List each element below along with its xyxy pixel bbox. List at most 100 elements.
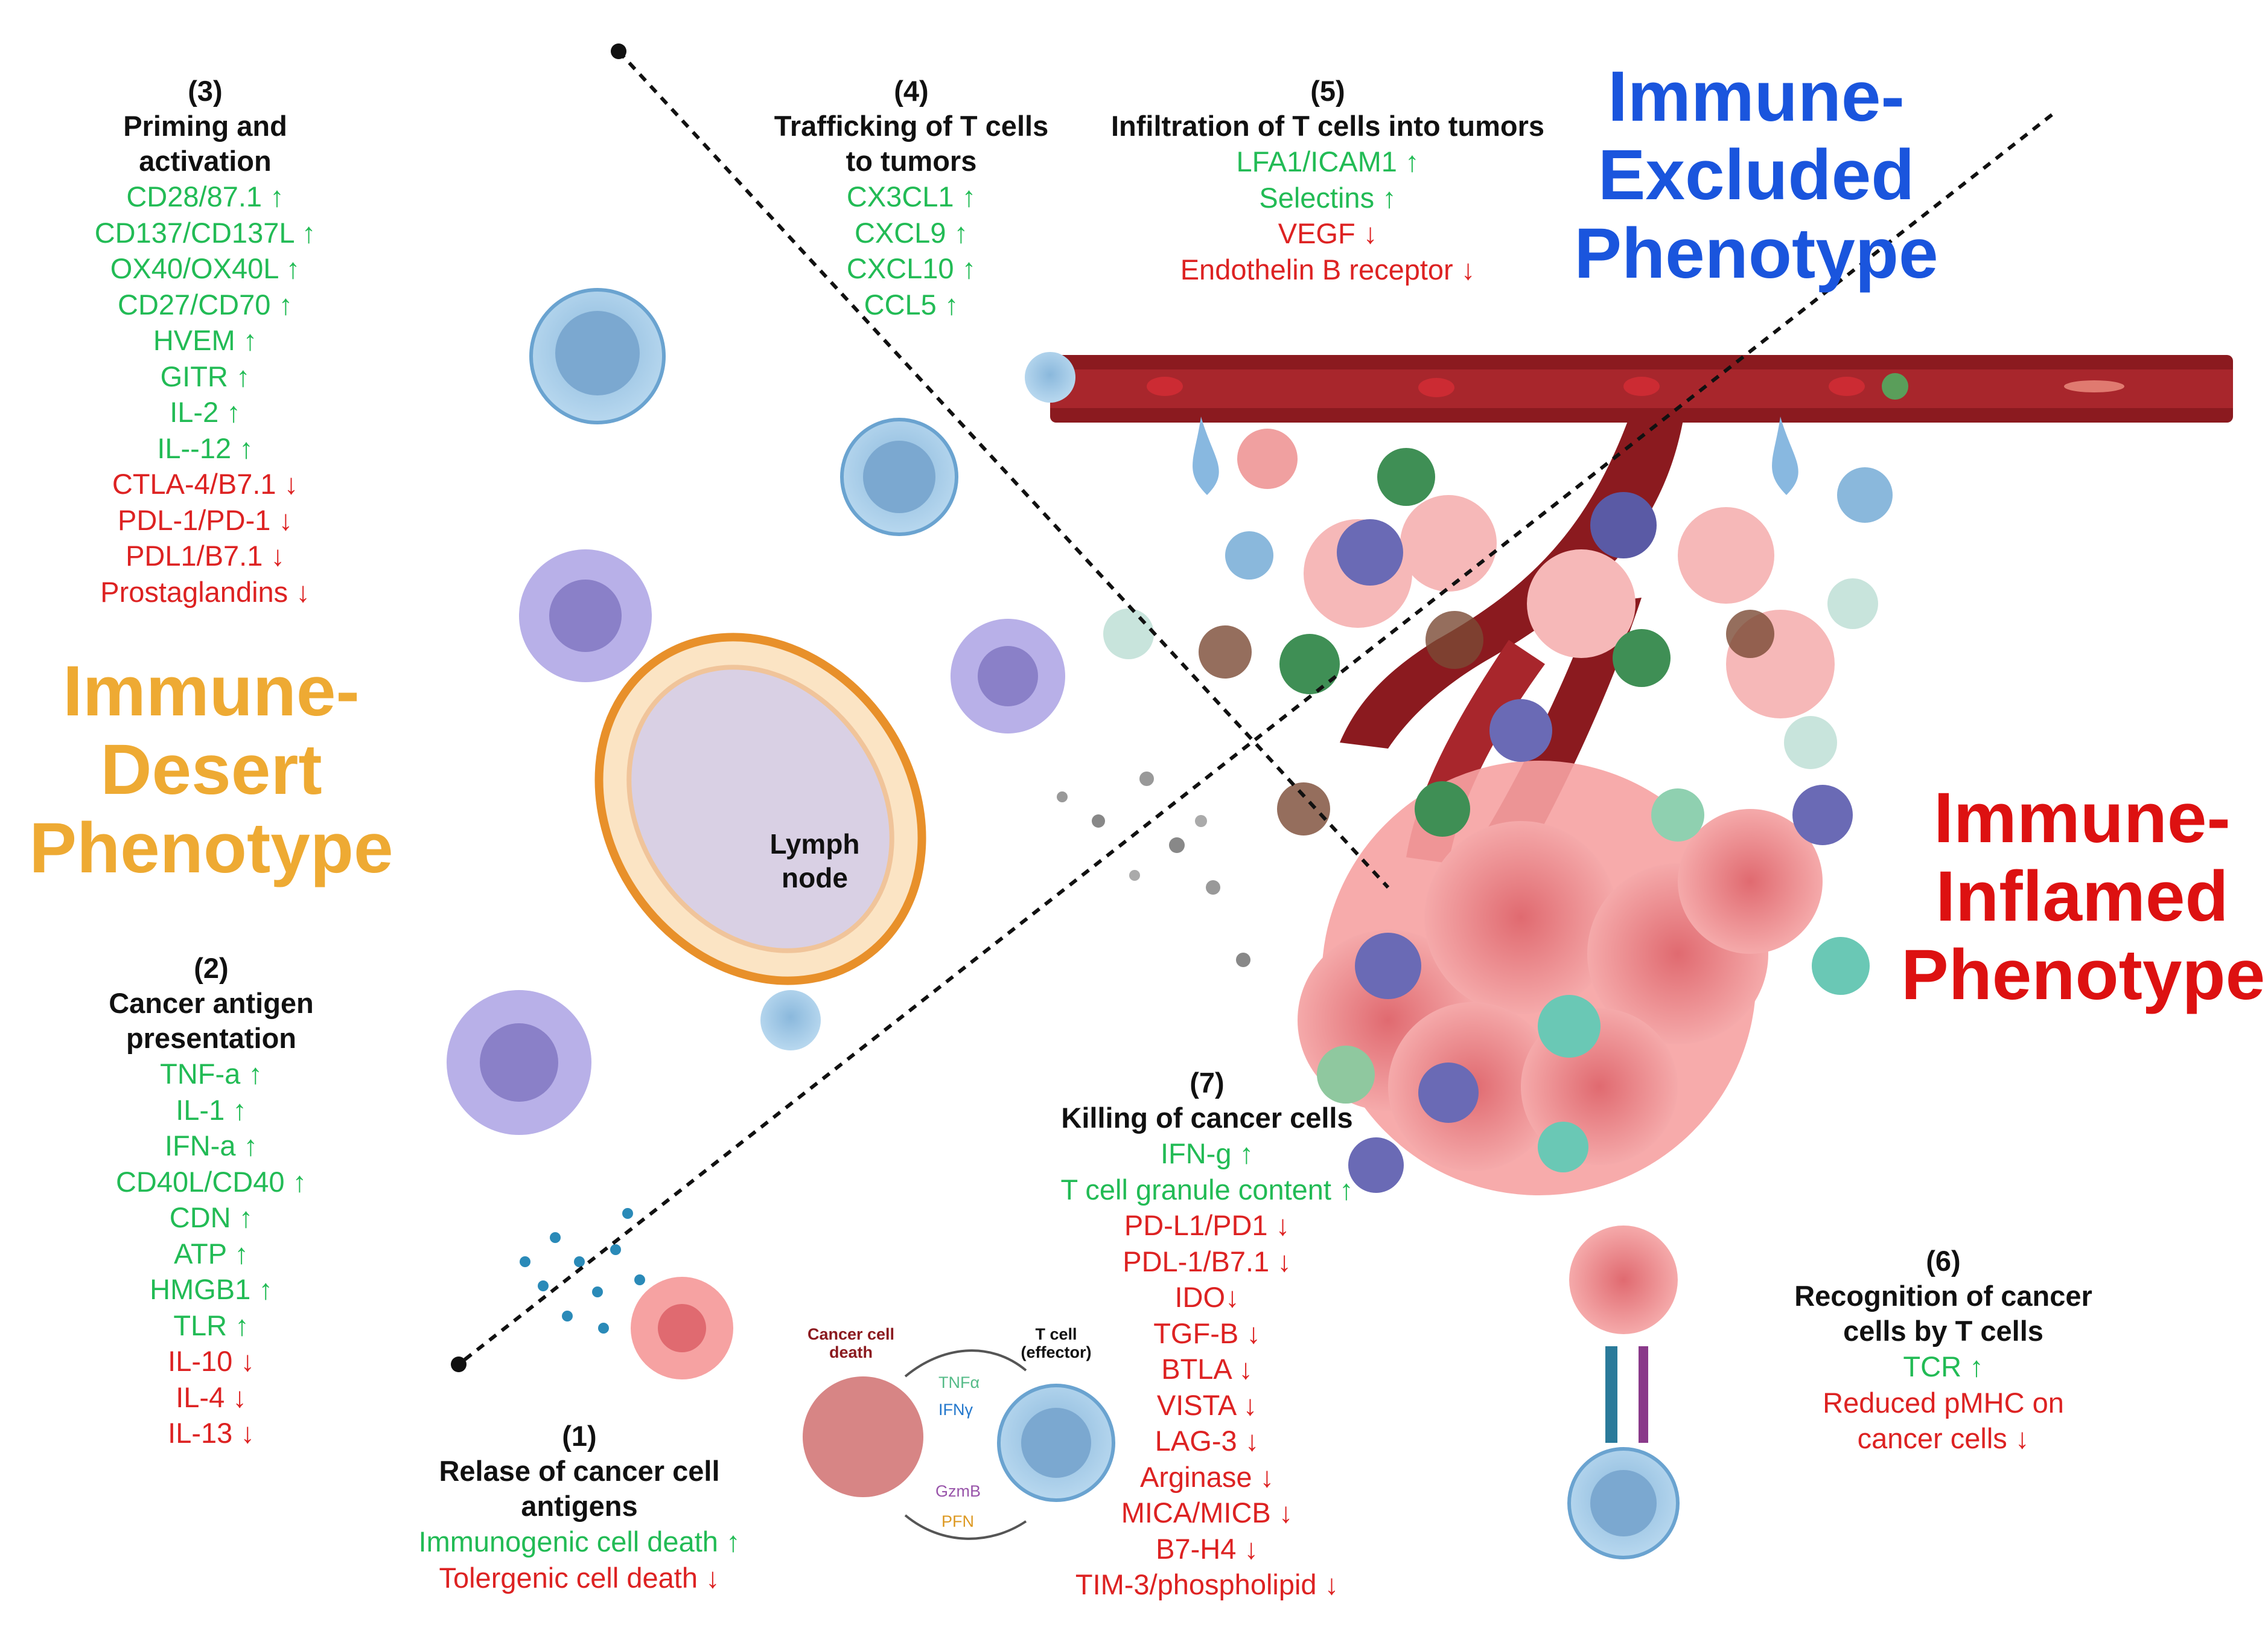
nk-cell xyxy=(1418,1063,1479,1123)
step-item: CD28/87.1 ↑ xyxy=(126,181,284,213)
step-item: LFA1/ICAM1 ↑ xyxy=(1236,145,1419,177)
neutrophil-droplet xyxy=(1772,417,1798,495)
phenotype-inflamed-label: Immune-Inflamed Phenotype xyxy=(1901,778,2266,1015)
divider-endpoint xyxy=(611,43,626,59)
lymph-node xyxy=(594,633,926,985)
step-item: IL-1 ↑ xyxy=(176,1093,247,1126)
debris-particles xyxy=(1057,772,1250,967)
tumor-immune-cells xyxy=(1103,417,1893,1193)
step-number: (3) xyxy=(188,75,223,107)
step-item: IDO↓ xyxy=(1174,1281,1240,1313)
step-items: IFN-g ↑T cell granule content ↑PD-L1/PD1… xyxy=(990,1136,1424,1603)
step-item: CXCL9 ↑ xyxy=(854,216,969,249)
divider-main xyxy=(457,113,2053,1366)
step-item: CTLA-4/B7.1 ↓ xyxy=(112,468,299,500)
fibroblast xyxy=(1199,625,1252,679)
step-items: CD28/87.1 ↑CD137/CD137L ↑OX40/OX40L ↑CD2… xyxy=(66,179,344,610)
cancer-cell xyxy=(1400,495,1497,592)
step-item: CD27/CD70 ↑ xyxy=(118,288,293,321)
step-item: Immunogenic cell death ↑ xyxy=(418,1526,741,1558)
left-cells xyxy=(447,288,1075,1379)
t-cell-small xyxy=(1025,352,1075,403)
lymph-node-label: Lymph node xyxy=(769,828,860,893)
step-number: (5) xyxy=(1310,75,1345,107)
step-item: VISTA ↓ xyxy=(1156,1389,1258,1421)
t-cell-pale xyxy=(1784,716,1837,769)
divider-desert-excluded xyxy=(617,50,1390,889)
neutrophil-droplet xyxy=(1193,417,1219,495)
step-item: PDL-1/PD-1 ↓ xyxy=(118,503,293,536)
t-cell-nucleus xyxy=(1590,1470,1657,1536)
step-number: (6) xyxy=(1926,1245,1961,1277)
step-items: TNF-a ↑IL-1 ↑IFN-a ↑CD40L/CD40 ↑CDN ↑ATP… xyxy=(72,1056,350,1451)
step-item: CX3CL1 ↑ xyxy=(846,181,976,213)
phenotype-excluded-label: Immune-Excluded Phenotype xyxy=(1574,57,1938,293)
nk-cell xyxy=(1337,519,1403,586)
step-item: PDL1/B7.1 ↓ xyxy=(126,540,285,572)
fibroblast xyxy=(1277,782,1330,836)
tnf-label: TNFα xyxy=(938,1373,980,1392)
step-item: HVEM ↑ xyxy=(153,324,258,356)
step-item: Endothelin B receptor ↓ xyxy=(1180,253,1476,286)
step-item: MICA/MICB ↓ xyxy=(1121,1497,1293,1529)
step-item: TIM-3/phospholipid ↓ xyxy=(1075,1568,1339,1600)
step-item: IFN-g ↑ xyxy=(1160,1137,1254,1169)
phenotype-desert-title: Immune-Desert Phenotype xyxy=(24,652,398,887)
step-2-presentation: (2) Cancer antigen presentation TNF-a ↑I… xyxy=(72,951,350,1451)
step-item: IL-2 ↑ xyxy=(170,396,241,428)
killing-illustration xyxy=(803,1349,1115,1540)
pfn-label: PFN xyxy=(941,1512,974,1530)
t-cell-blue xyxy=(1837,467,1893,523)
t-cell-green xyxy=(1415,781,1470,837)
step-item: VEGF ↓ xyxy=(1278,217,1378,249)
cytokine-arrow-bottom xyxy=(904,1514,1027,1540)
red-blood-cell xyxy=(1623,377,1660,396)
step-number: (7) xyxy=(1190,1067,1225,1099)
phenotype-inflamed-title: Immune-Inflamed Phenotype xyxy=(1901,778,2266,1015)
t-cell-teal xyxy=(1538,995,1601,1058)
step-heading: Priming and activation xyxy=(123,110,287,177)
tcr-receptor xyxy=(1605,1346,1617,1443)
step-item: Tolergenic cell death ↓ xyxy=(439,1561,720,1594)
step-item: GITR ↑ xyxy=(160,360,250,392)
phenotype-excluded-title: Immune-Excluded Phenotype xyxy=(1569,57,1943,293)
step-items: LFA1/ICAM1 ↑Selectins ↑VEGF ↓Endothelin … xyxy=(1086,144,1569,287)
cancer-cell xyxy=(1569,1226,1678,1334)
dead-cancer-cell xyxy=(803,1376,923,1497)
step-item: CXCL10 ↑ xyxy=(846,252,976,284)
t-cell-green xyxy=(1279,634,1340,694)
step-item: LAG-3 ↓ xyxy=(1155,1425,1260,1457)
nk-cell xyxy=(1348,1137,1404,1193)
step-items: CX3CL1 ↑CXCL9 ↑CXCL10 ↑ CCL5 ↑ xyxy=(754,179,1068,322)
step-heading: Killing of cancer cells xyxy=(1061,1102,1353,1134)
antigen-particles xyxy=(520,1208,645,1334)
step-6-recognition: (6) Recognition of cancer cells by T cel… xyxy=(1762,1244,2124,1457)
t-cell-green xyxy=(1613,629,1671,687)
nk-cell xyxy=(1792,785,1853,845)
step-item: HMGB1 ↑ xyxy=(150,1273,273,1305)
step-item: IFN-a ↑ xyxy=(164,1130,258,1162)
nk-cell xyxy=(1590,492,1657,558)
phenotype-desert-label: Immune-Desert Phenotype xyxy=(29,651,393,888)
step-4-trafficking: (4) Trafficking of T cells to tumors CX3… xyxy=(754,74,1068,322)
t-cell-blue xyxy=(1225,531,1273,580)
t-cell-teal xyxy=(1651,788,1704,842)
t-cell-teal xyxy=(1538,1122,1588,1172)
t-cell-nucleus xyxy=(555,311,640,395)
t-cell-nucleus xyxy=(863,441,935,513)
dendritic-cell-nucleus xyxy=(480,1023,558,1102)
t-cell-small xyxy=(760,990,821,1050)
fibroblast xyxy=(1726,610,1774,658)
t-cell-effector-label: T cell (effector) xyxy=(1021,1325,1092,1361)
step-5-infiltration: (5) Infiltration of T cells into tumors … xyxy=(1086,74,1569,287)
step-item: CCL5 ↑ xyxy=(864,288,959,321)
cancer-cell xyxy=(1678,809,1823,954)
cytokine-arrow-top xyxy=(904,1349,1027,1378)
step-item: TLR ↑ xyxy=(173,1309,249,1341)
t-cell-pale xyxy=(1827,578,1878,629)
extravasating-cell xyxy=(1237,429,1298,489)
step-item: PD-L1/PD1 ↓ xyxy=(1124,1209,1290,1241)
step-item: CD137/CD137L ↑ xyxy=(94,216,316,249)
step-items: Immunogenic cell death ↑Tolergenic cell … xyxy=(374,1524,785,1596)
